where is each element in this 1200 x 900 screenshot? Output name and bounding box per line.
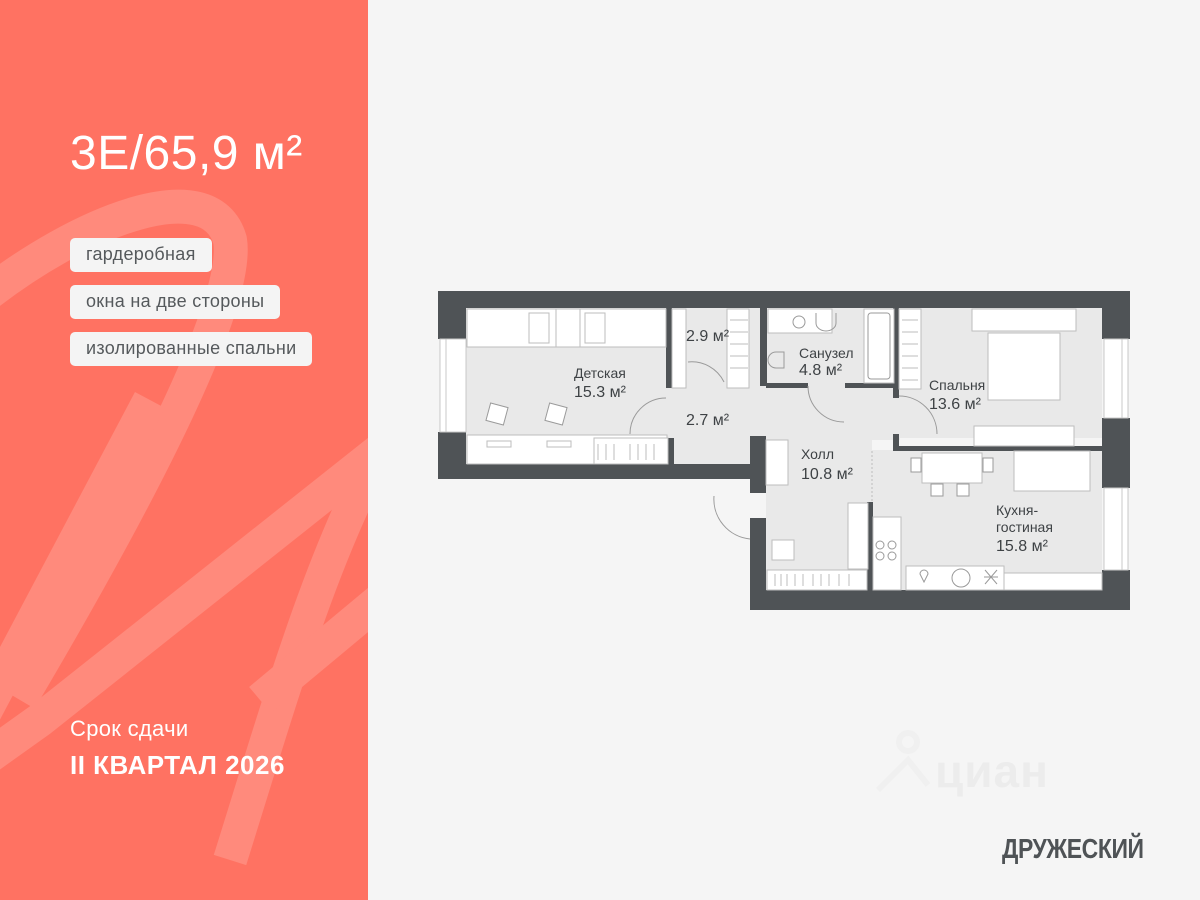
brand-logo: ДРУЖЕСКИЙ [1002,833,1144,864]
room-label-hall: Холл [801,446,834,462]
room-area-wardrobe: 2.9 м² [686,328,730,345]
room-area-corridor: 2.7 м² [686,412,730,429]
room-area-kids: 15.3 м² [574,384,626,401]
apartment-title: 3Е/65,9 м² [70,127,303,180]
floor-plan [438,291,1130,610]
watermark-pin-icon [875,730,931,793]
deadline-value: II КВАРТАЛ 2026 [70,750,285,780]
room-area-bedroom: 13.6 м² [929,396,981,413]
feature-tags: гардеробная окна на две стороны изолиров… [70,238,313,379]
room-label-bedroom: Спальня [929,377,986,393]
room-area-bathroom: 4.8 м² [799,362,843,379]
watermark-text: циан [935,745,1049,797]
feature-tag: изолированные спальни [70,332,313,366]
decorative-swoosh-icon [0,189,368,866]
feature-tag: гардеробная [70,238,212,272]
feature-tag: окна на две стороны [70,285,281,319]
room-label-kids: Детская [574,365,626,381]
room-label-bathroom: Санузел [799,345,854,361]
info-panel: 3Е/65,9 м² гардеробная окна на две сторо… [0,0,368,900]
room-area-hall: 10.8 м² [801,466,853,483]
room-area-kitchen: 15.8 м² [996,538,1048,555]
room-label-kitchen-line1: Кухня- [996,502,1039,518]
deadline-label: Срок сдачи [70,716,189,741]
room-label-kitchen-line2: гостиная [996,519,1053,535]
